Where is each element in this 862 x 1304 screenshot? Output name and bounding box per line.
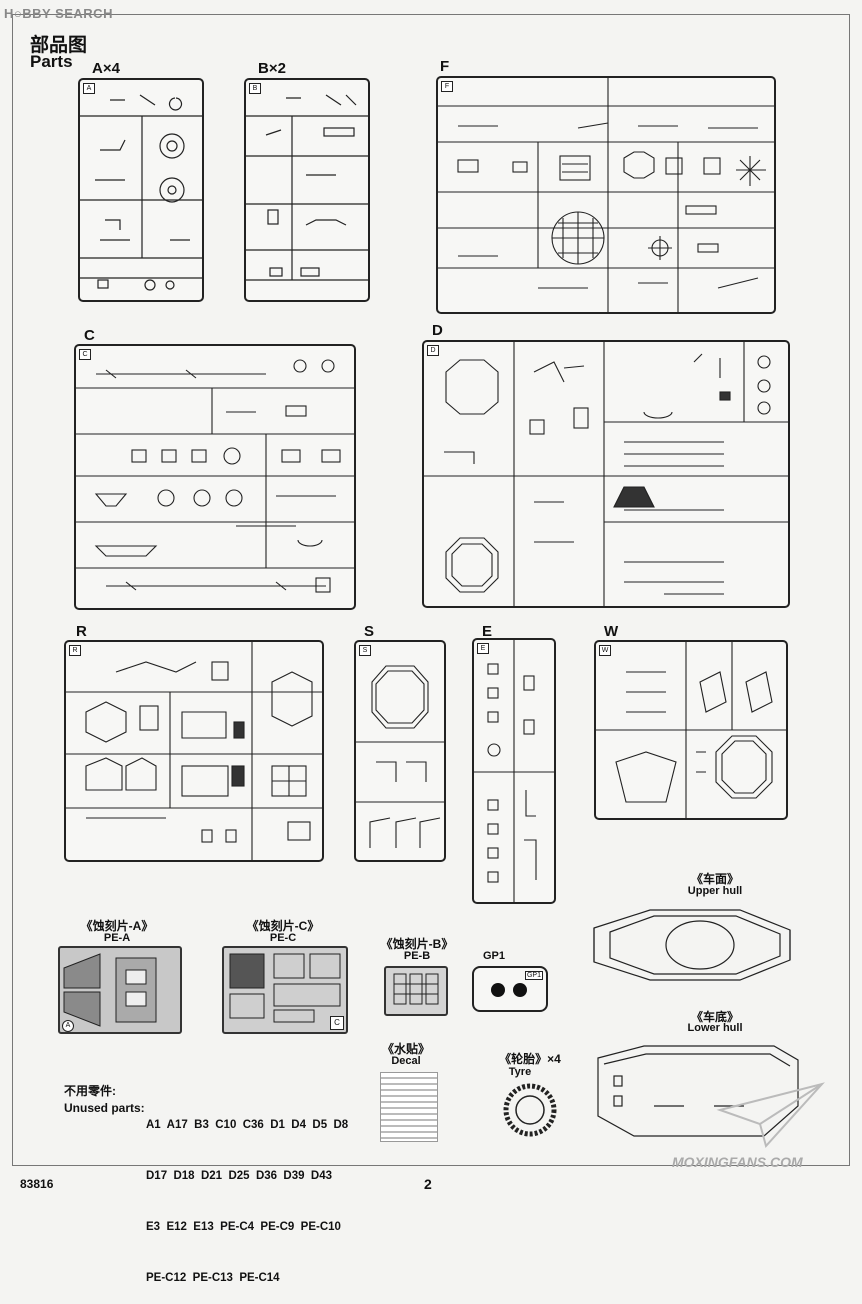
sprue-r-tag: R — [69, 645, 81, 656]
pe-b-en: PE-B — [403, 950, 431, 962]
sprue-s-frame: S — [354, 640, 446, 862]
pe-a-mark: A — [62, 1020, 74, 1032]
tyre-drawing — [503, 1083, 557, 1137]
sprue-f-parts — [438, 78, 774, 312]
sprue-s-parts — [356, 665, 444, 848]
unused-parts-line: E3 E12 E13 PE-C4 PE-C9 PE-C10 — [146, 1221, 341, 1233]
sprue-a-parts — [80, 94, 202, 291]
sprue-s-tag: S — [359, 645, 371, 656]
sprue-f-label: F — [440, 58, 450, 75]
pe-a-parts — [63, 953, 157, 1027]
sprue-c-tag: C — [79, 349, 91, 360]
sprue-c-frame: C — [74, 344, 356, 610]
sprue-r-frame: R — [64, 640, 324, 862]
gp1-tag: GP1 — [524, 971, 543, 980]
decal-en: Decal — [391, 1055, 421, 1067]
tyre-cn: 《轮胎》×4 — [499, 1052, 561, 1066]
unused-parts-line: A1 A17 B3 C10 C36 D1 D4 D5 D8 — [146, 1119, 349, 1131]
sprue-b-parts — [246, 94, 368, 281]
sprue-r-label: R — [76, 623, 87, 640]
decal-sheet — [380, 1072, 438, 1142]
paper-plane-logo — [716, 1082, 825, 1149]
sprue-e-parts — [474, 640, 554, 902]
lower-hull-en: Lower hull — [687, 1022, 743, 1034]
sprue-w-frame: W — [594, 640, 788, 820]
page-border — [12, 14, 850, 1166]
sprue-b-frame: B — [244, 78, 370, 302]
upper-hull-drawing — [593, 909, 791, 981]
sprue-e-label: E — [482, 623, 493, 640]
sprue-d-frame: D — [422, 340, 790, 608]
pe-a-en: PE-A — [103, 932, 131, 944]
pe-c-mark: C — [330, 1016, 344, 1030]
pe-a-fret: A — [58, 946, 182, 1034]
product-code: 83816 — [20, 1177, 54, 1191]
sprue-d-label: D — [432, 322, 443, 339]
sprue-c-parts — [76, 359, 354, 593]
sprue-f-tag: F — [441, 81, 453, 92]
hobbysearch-watermark: H○BBY SEARCH — [4, 6, 113, 21]
sprue-f-frame: F — [436, 76, 776, 314]
unused-parts-title-cn: 不用零件: — [64, 1084, 116, 1098]
sprue-a-frame: A — [78, 78, 204, 302]
pe-c-fret: C — [222, 946, 348, 1034]
page-title-cn: 部品图 — [30, 35, 88, 56]
pe-a-cn: 《蚀刻片-A》 — [80, 919, 154, 933]
sprue-w-label: W — [604, 623, 619, 640]
gp1-parts — [491, 983, 527, 997]
sprue-r-parts — [66, 642, 322, 860]
gp1-frame: GP1 — [472, 966, 548, 1012]
sprue-b-label: B×2 — [258, 60, 286, 77]
sprue-w-parts — [596, 642, 786, 818]
sprue-s-label: S — [364, 623, 375, 640]
lower-hull-cn: 《车底》 — [690, 1010, 739, 1024]
sprue-b-tag: B — [249, 83, 261, 94]
sprue-a-tag: A — [83, 83, 95, 94]
sprue-w-tag: W — [599, 645, 611, 656]
unused-parts-list: A1 A17 B3 C10 C36 D1 D4 D5 D8 D17 D18 D2… — [146, 1083, 348, 1304]
unused-parts-line: D17 D18 D21 D25 D36 D39 D43 — [146, 1170, 333, 1182]
upper-hull-en: Upper hull — [687, 885, 743, 897]
pe-c-cn: 《蚀刻片-C》 — [246, 919, 320, 933]
page-number: 2 — [424, 1176, 432, 1192]
sprue-d-parts — [424, 342, 788, 606]
sprue-e-frame: E — [472, 638, 556, 904]
unused-parts-line: PE-C12 PE-C13 PE-C14 — [146, 1272, 280, 1284]
page-title-en: Parts — [30, 52, 73, 71]
pe-c-en: PE-C — [269, 932, 297, 944]
sprue-a-label: A×4 — [92, 60, 120, 77]
sprue-e-tag: E — [477, 643, 489, 654]
pe-c-parts — [229, 953, 341, 1023]
unused-parts-title-en: Unused parts: — [64, 1101, 145, 1115]
sprue-c-label: C — [84, 327, 95, 344]
moxingfans-watermark: MOXINGFANS.COM — [672, 1154, 803, 1170]
tyre-en: Tyre — [508, 1066, 532, 1078]
gp1-label: GP1 — [482, 950, 505, 962]
upper-hull-cn: 《车面》 — [690, 872, 739, 886]
pe-b-fret — [384, 966, 448, 1016]
sprue-d-tag: D — [427, 345, 439, 356]
pe-b-cn: 《蚀刻片-B》 — [380, 937, 454, 951]
pe-b-parts — [393, 973, 439, 1005]
decal-cn: 《水贴》 — [381, 1042, 430, 1056]
unused-parts-title: 不用零件: Unused parts: — [64, 1083, 145, 1117]
